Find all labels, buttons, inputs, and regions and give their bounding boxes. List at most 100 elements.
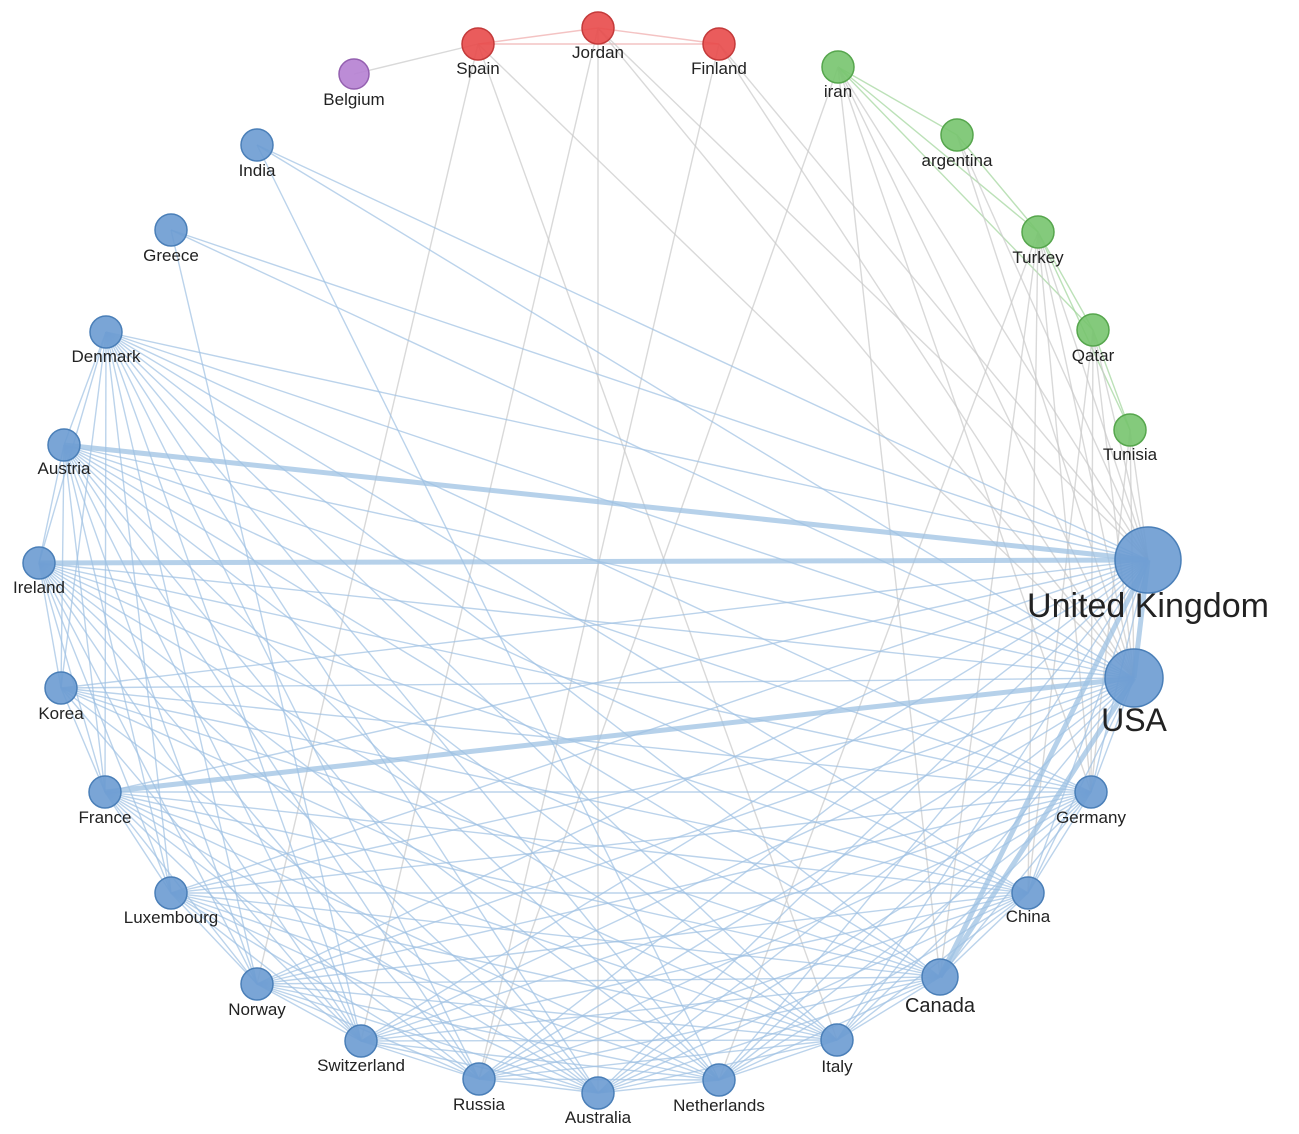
- edge-luxembourg-uk: [170, 559, 1149, 894]
- node-label-china: China: [1006, 907, 1051, 926]
- node-india[interactable]: [240, 128, 274, 162]
- node-tunisia[interactable]: [1113, 413, 1147, 447]
- node-canada[interactable]: [921, 958, 959, 996]
- edge-switzerland-russia: [360, 1040, 480, 1080]
- edge-russia-china: [478, 892, 1029, 1080]
- node-greece[interactable]: [154, 213, 188, 247]
- edge-argentina-turkey: [956, 134, 1039, 233]
- edge-norway-usa: [256, 677, 1135, 985]
- edge-austria-uk: [63, 442, 1149, 563]
- edge-russia-usa: [478, 677, 1135, 1080]
- edge-iran-usa: [837, 66, 1135, 679]
- edge-australia-usa: [597, 677, 1135, 1094]
- edge-netherlands-china: [718, 892, 1029, 1081]
- node-uk[interactable]: [1114, 526, 1182, 594]
- node-iran[interactable]: [821, 50, 855, 84]
- edge-iran-uk: [837, 66, 1149, 561]
- edge-luxembourg-netherlands: [170, 892, 720, 1081]
- edge-greece-usa: [170, 229, 1135, 679]
- edge-china-germany: [1027, 791, 1092, 894]
- node-switzerland[interactable]: [344, 1024, 378, 1058]
- edge-iran-russia: [478, 66, 839, 1080]
- edge-canada-uk: [937, 558, 1151, 979]
- edge-ireland-australia: [38, 562, 599, 1094]
- node-usa[interactable]: [1104, 648, 1164, 708]
- edge-iran-canada: [837, 66, 941, 978]
- edge-finland-uk: [718, 43, 1149, 561]
- node-label-jordan: Jordan: [572, 43, 624, 62]
- node-italy[interactable]: [820, 1023, 854, 1057]
- node-label-ireland: Ireland: [13, 578, 65, 597]
- edge-finland-usa: [718, 43, 1135, 679]
- node-korea[interactable]: [44, 671, 78, 705]
- node-ireland[interactable]: [22, 546, 56, 580]
- edge-iran-germany: [837, 66, 1092, 793]
- edge-norway-italy: [256, 983, 838, 1041]
- node-label-denmark: Denmark: [72, 347, 141, 366]
- edge-india-uk: [256, 144, 1149, 561]
- edge-korea-switzerland: [60, 687, 362, 1042]
- node-layer: [22, 11, 1182, 1110]
- edge-norway-uk: [256, 559, 1149, 985]
- edge-iran-qatar: [837, 66, 1094, 331]
- edge-denmark-norway: [105, 331, 258, 985]
- edge-france-uk: [104, 559, 1149, 793]
- node-label-india: India: [239, 161, 276, 180]
- node-label-korea: Korea: [38, 704, 84, 723]
- edge-norway-australia: [256, 983, 599, 1094]
- edge-france-netherlands: [104, 791, 720, 1081]
- edge-turkey-usa: [1037, 231, 1135, 679]
- edge-switzerland-netherlands: [360, 1040, 720, 1081]
- node-label-turkey: Turkey: [1012, 248, 1064, 267]
- edge-china-uk: [1027, 559, 1149, 894]
- node-denmark[interactable]: [89, 315, 123, 349]
- node-france[interactable]: [88, 775, 122, 809]
- edge-iran-turkey: [837, 66, 1039, 233]
- node-belgium[interactable]: [338, 58, 370, 90]
- edge-austria-canada: [63, 444, 941, 978]
- edge-qatar-usa: [1092, 329, 1135, 679]
- edge-switzerland-italy: [360, 1039, 838, 1042]
- node-jordan[interactable]: [581, 11, 615, 45]
- node-label-finland: Finland: [691, 59, 747, 78]
- node-argentina[interactable]: [940, 118, 974, 152]
- node-finland[interactable]: [702, 27, 736, 61]
- edge-russia-germany: [478, 791, 1092, 1080]
- edge-denmark-china: [105, 331, 1029, 894]
- edge-switzerland-germany: [360, 791, 1092, 1042]
- edge-layer: [38, 27, 1151, 1094]
- node-netherlands[interactable]: [702, 1063, 736, 1097]
- edge-ireland-luxembourg: [38, 562, 172, 894]
- edge-france-china: [104, 791, 1029, 894]
- node-qatar[interactable]: [1076, 313, 1110, 347]
- node-label-usa: USA: [1101, 702, 1167, 738]
- edge-luxembourg-usa: [170, 677, 1135, 894]
- edge-russia-uk: [478, 559, 1149, 1080]
- node-norway[interactable]: [240, 967, 274, 1001]
- edge-austria-china: [63, 444, 1029, 894]
- edge-india-usa: [256, 144, 1135, 679]
- edge-ireland-norway: [38, 562, 258, 985]
- edge-luxembourg-canada: [170, 892, 941, 978]
- node-australia[interactable]: [581, 1076, 615, 1110]
- node-label-tunisia: Tunisia: [1103, 445, 1158, 464]
- edge-austria-russia: [63, 444, 480, 1080]
- edge-korea-france: [60, 687, 106, 793]
- node-label-greece: Greece: [143, 246, 199, 265]
- node-spain[interactable]: [461, 27, 495, 61]
- node-turkey[interactable]: [1021, 215, 1055, 249]
- node-russia[interactable]: [462, 1062, 496, 1096]
- node-china[interactable]: [1011, 876, 1045, 910]
- edge-australia-netherlands: [597, 1079, 720, 1094]
- edge-austria-luxembourg: [63, 444, 172, 894]
- node-germany[interactable]: [1074, 775, 1108, 809]
- edge-denmark-italy: [105, 331, 838, 1041]
- edge-switzerland-usa: [360, 677, 1135, 1042]
- edge-canada-usa: [937, 676, 1137, 979]
- node-luxembourg[interactable]: [154, 876, 188, 910]
- edge-denmark-netherlands: [105, 331, 720, 1081]
- node-austria[interactable]: [47, 428, 81, 462]
- edge-korea-uk: [60, 559, 1149, 689]
- edge-france-switzerland: [104, 791, 362, 1042]
- edge-australia-canada: [597, 976, 941, 1094]
